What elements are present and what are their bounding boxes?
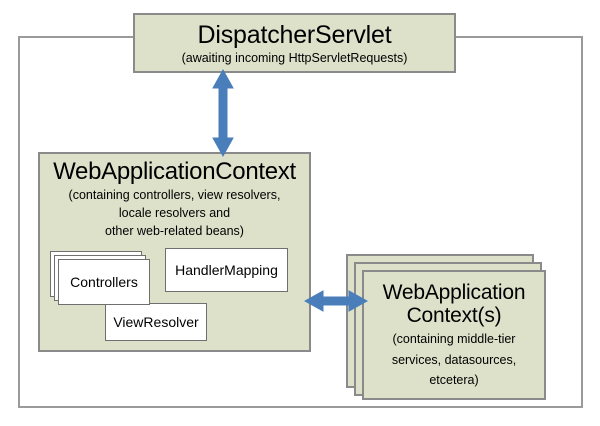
dispatcher-servlet-node[interactable]: DispatcherServlet (awaiting incoming Htt… [133,13,456,73]
dispatcher-servlet-title: DispatcherServlet [197,20,392,49]
double-arrow-vertical-glyph [212,68,234,158]
web-application-contexts-node[interactable]: WebApplication Context(s) (containing mi… [362,270,546,400]
web-application-contexts-title-line1: WebApplication [382,281,526,304]
view-resolver-label: ViewResolver [113,314,199,330]
web-application-contexts-subtitle-line1: (containing middle-tier [392,332,516,347]
controllers-label: Controllers [70,274,138,290]
handler-mapping-node[interactable]: HandlerMapping [165,248,288,292]
web-application-contexts-subtitle-line3: etcetera) [429,372,479,387]
web-application-contexts-subtitle-line2: services, datasources, [391,352,517,367]
view-resolver-node[interactable]: ViewResolver [105,303,207,341]
web-application-context-subtitle-line2: locale resolvers and [118,206,231,221]
web-application-contexts-title-line2: Context(s) [406,303,502,327]
controllers-node[interactable]: Controllers [58,259,150,305]
double-arrow-horizontal-glyph [303,290,369,312]
dispatcher-to-context-arrow [206,68,240,158]
dispatcher-servlet-subtitle: (awaiting incoming HttpServletRequests) [181,50,408,65]
handler-mapping-label: HandlerMapping [175,262,278,278]
web-application-context-subtitle-line3: other web-related beans) [105,224,244,239]
context-to-contexts-arrow [303,286,369,316]
web-application-context-subtitle-line1: (containing controllers, view resolvers, [68,187,281,202]
web-application-context-title: WebApplicationContext [53,158,296,185]
